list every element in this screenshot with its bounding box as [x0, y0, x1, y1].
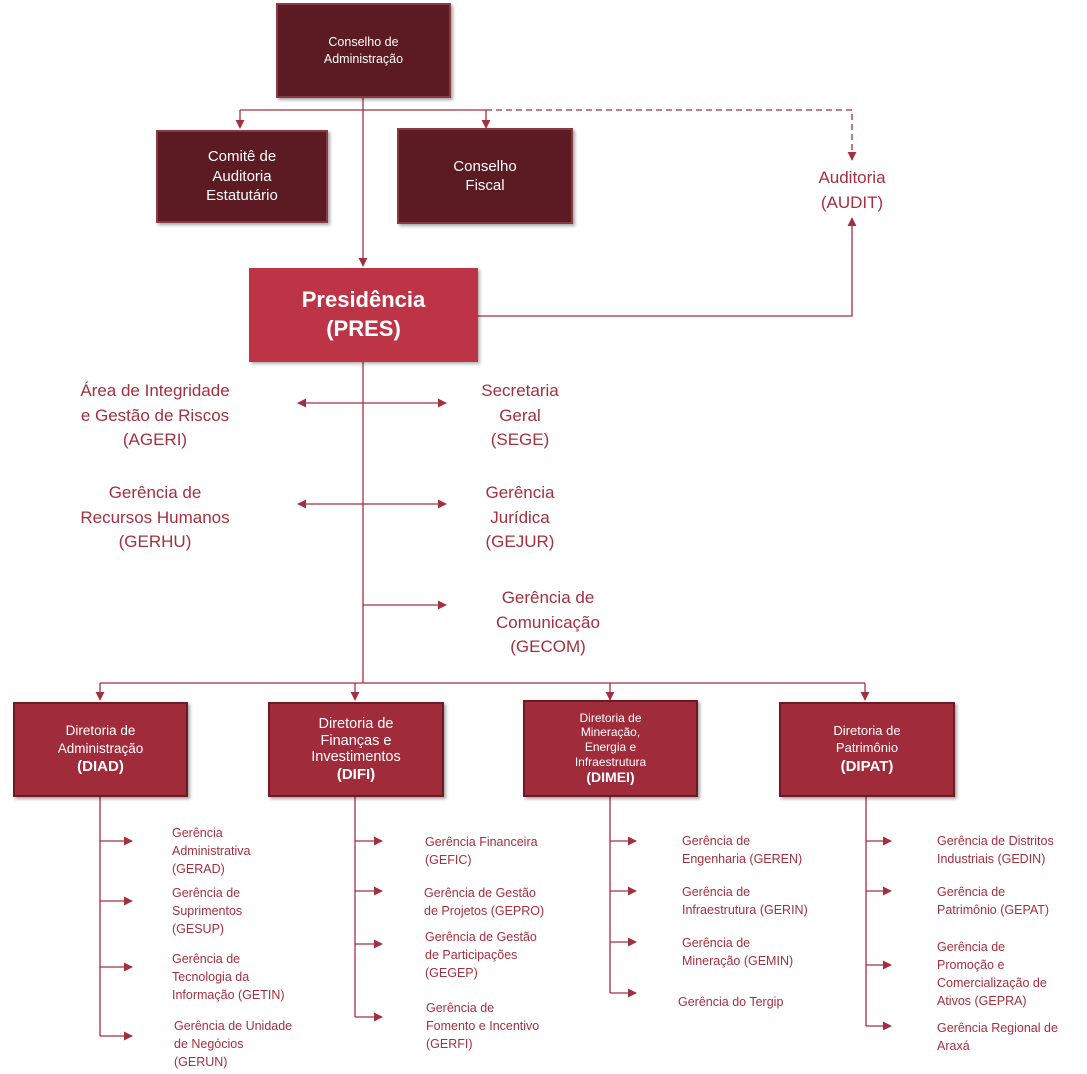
presidencia-box: Presidência (PRES) [249, 268, 478, 362]
unit-gedin: Gerência de Distritos Industriais (GEDIN… [937, 834, 1054, 867]
directorate-code: (DIFI) [336, 765, 376, 783]
unit-gepra: Gerência de Promoção e Comercialização d… [937, 940, 1047, 1009]
unit-gepat: Gerência de Patrimônio (GEPAT) [937, 885, 1050, 918]
dashed-line-auditoria [486, 109, 857, 161]
directorate-name: Diretoria de Patrimônio [833, 722, 901, 755]
comite-auditoria-box: Comitê de Auditoria Estatutário [156, 130, 328, 223]
unit-gerin: Gerência de Infraestrutura (GERIN) [682, 885, 808, 918]
directorate-dipat-box: Diretoria de Patrimônio (DIPAT) [779, 702, 955, 797]
unit-getin: Gerência de Tecnologia da Informação (GE… [172, 952, 285, 1003]
unit-gerad: Gerência Administrativa (GERAD) [172, 826, 251, 877]
directorate-diad-box: Diretoria de Administração (DIAD) [13, 702, 188, 797]
unit-tergip: Gerência do Tergip [678, 995, 784, 1009]
unit-gegep: Gerência de Gestão de Participações (GEG… [425, 930, 537, 981]
line-pres-auditoria [478, 217, 857, 317]
gejur-label: Gerência Jurídica (GEJUR) [485, 483, 555, 552]
directorate-name: Diretoria de Finanças e Investimentos [311, 715, 401, 766]
directorate-difi-box: Diretoria de Finanças e Investimentos (D… [268, 702, 444, 797]
unit-gerun: Gerência de Unidade de Negócios (GERUN) [174, 1019, 293, 1070]
directorate-name: Diretoria de Administração [57, 723, 144, 756]
sege-label: Secretaria Geral (SEGE) [481, 381, 559, 450]
ageri-label: Área de Integridade e Gestão de Riscos (… [80, 381, 230, 450]
directorate-code: (DIPAT) [840, 757, 894, 775]
unit-araxa: Gerência Regional de Araxá [937, 1021, 1058, 1054]
unit-gefic: Gerência Financeira (GEFIC) [425, 835, 538, 868]
directorate-code: (DIMEI) [586, 769, 635, 786]
directorate-dimei-box: Diretoria de Mineração, Energia e Infrae… [523, 700, 698, 797]
gerhu-label: Gerência de Recursos Humanos (GERHU) [80, 483, 230, 552]
directorate-code: (DIAD) [77, 758, 124, 776]
unit-geren: Gerência de Engenharia (GEREN) [682, 834, 803, 867]
unit-gemin: Gerência de Mineração (GEMIN) [682, 936, 794, 969]
conselho-administracao-box: Conselho de Administração [276, 3, 451, 98]
auditoria-label: Auditoria (AUDIT) [818, 168, 886, 212]
presidencia-name: Presidência [301, 287, 426, 313]
directorate-name: Diretoria de Mineração, Energia e Infrae… [574, 710, 647, 769]
unit-gerfi: Gerência de Fomento e Incentivo (GERFI) [426, 1001, 540, 1052]
unit-gepro: Gerência de Gestão de Projetos (GEPRO) [424, 886, 545, 919]
presidencia-code: (PRES) [326, 316, 401, 341]
conselho-fiscal-box: Conselho Fiscal [397, 128, 573, 224]
gecom-label: Gerência de Comunicação (GECOM) [496, 588, 600, 657]
unit-gesup: Gerência de Suprimentos (GESUP) [172, 886, 243, 937]
